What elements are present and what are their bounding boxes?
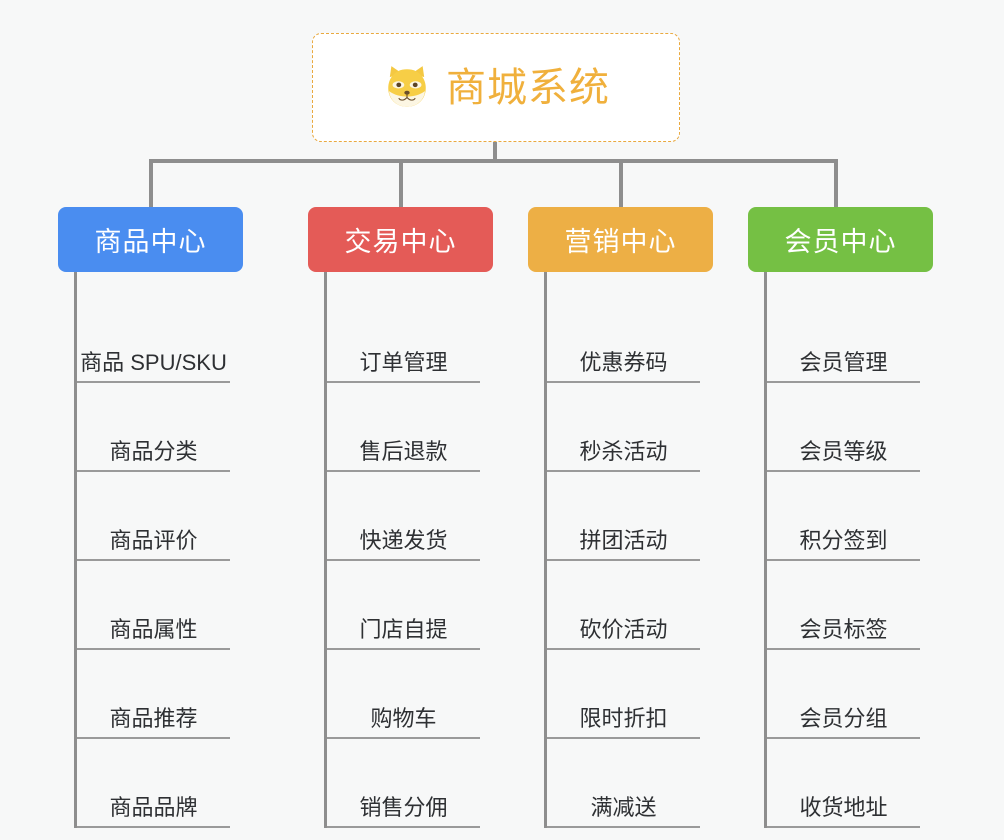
category-header-3-label: 营销中心 [564, 227, 677, 257]
leaf-label: 商品推荐 [109, 705, 198, 731]
list-item[interactable]: 会员分组 [767, 650, 920, 739]
leaf-label: 会员管理 [799, 349, 888, 375]
list-item[interactable]: 秒杀活动 [547, 383, 700, 472]
leaf-rail-4: 会员管理 会员等级 积分签到 会员标签 会员分组 收货地址 [764, 272, 933, 828]
list-item[interactable]: 售后退款 [327, 383, 480, 472]
leaf-label: 订单管理 [359, 349, 448, 375]
leaf-rail-2: 订单管理 售后退款 快递发货 门店自提 购物车 销售分佣 [324, 272, 493, 828]
leaf-label: 收货地址 [799, 794, 888, 820]
list-item[interactable]: 购物车 [327, 650, 480, 739]
leaf-label: 秒杀活动 [579, 438, 668, 464]
list-item[interactable]: 砍价活动 [547, 561, 700, 650]
leaf-label: 拼团活动 [579, 527, 668, 553]
leaf-label: 积分签到 [799, 527, 888, 553]
list-item[interactable]: 会员管理 [767, 294, 920, 383]
category-header-3[interactable]: 营销中心 [528, 207, 713, 272]
list-item[interactable]: 商品推荐 [77, 650, 230, 739]
list-item[interactable]: 商品分类 [77, 383, 230, 472]
category-header-1-label: 商品中心 [94, 227, 207, 257]
connector-root-stem [493, 142, 497, 162]
root-node[interactable]: 商城系统 [312, 33, 680, 142]
branch-column-2: 交易中心 订单管理 售后退款 快递发货 门店自提 购物车 销售分佣 [308, 207, 493, 828]
leaf-label: 会员标签 [799, 616, 888, 642]
list-item[interactable]: 商品评价 [77, 472, 230, 561]
list-item[interactable]: 门店自提 [327, 561, 480, 650]
branch-column-4: 会员中心 会员管理 会员等级 积分签到 会员标签 会员分组 收货地址 [748, 207, 933, 828]
list-item[interactable]: 拼团活动 [547, 472, 700, 561]
leaf-label: 优惠券码 [579, 349, 668, 375]
leaf-rail-3: 优惠券码 秒杀活动 拼团活动 砍价活动 限时折扣 满减送 [544, 272, 713, 828]
list-item[interactable]: 优惠券码 [547, 294, 700, 383]
connector-drop-4 [834, 159, 838, 208]
list-item[interactable]: 限时折扣 [547, 650, 700, 739]
list-item[interactable]: 积分签到 [767, 472, 920, 561]
leaf-label: 商品品牌 [109, 794, 198, 820]
branch-column-1: 商品中心 商品 SPU/SKU 商品分类 商品评价 商品属性 商品推荐 商品品牌 [58, 207, 243, 828]
leaf-label: 会员分组 [799, 705, 888, 731]
list-item[interactable]: 会员等级 [767, 383, 920, 472]
leaf-label: 商品 SPU/SKU [80, 349, 227, 375]
root-title: 商城系统 [446, 65, 610, 110]
connector-drop-1 [149, 159, 153, 208]
list-item[interactable]: 商品品牌 [77, 739, 230, 828]
leaf-label: 砍价活动 [579, 616, 668, 642]
leaf-label: 门店自提 [359, 616, 448, 642]
list-item[interactable]: 商品属性 [77, 561, 230, 650]
branch-column-3: 营销中心 优惠券码 秒杀活动 拼团活动 砍价活动 限时折扣 满减送 [528, 207, 713, 828]
category-header-2-label: 交易中心 [344, 227, 457, 257]
leaf-label: 购物车 [370, 705, 437, 731]
leaf-rail-1: 商品 SPU/SKU 商品分类 商品评价 商品属性 商品推荐 商品品牌 [74, 272, 243, 828]
list-item[interactable]: 快递发货 [327, 472, 480, 561]
leaf-label: 限时折扣 [579, 705, 668, 731]
leaf-label: 销售分佣 [359, 794, 448, 820]
list-item[interactable]: 满减送 [547, 739, 700, 828]
leaf-label: 会员等级 [799, 438, 888, 464]
shiba-dog-face-icon [382, 63, 432, 113]
connector-drop-2 [399, 159, 403, 208]
leaf-label: 满减送 [590, 794, 657, 820]
connector-drop-3 [619, 159, 623, 208]
category-header-2[interactable]: 交易中心 [308, 207, 493, 272]
leaf-label: 商品分类 [109, 438, 198, 464]
category-header-1[interactable]: 商品中心 [58, 207, 243, 272]
leaf-label: 商品评价 [109, 527, 198, 553]
leaf-label: 商品属性 [109, 616, 198, 642]
leaf-label: 售后退款 [359, 438, 448, 464]
list-item[interactable]: 销售分佣 [327, 739, 480, 828]
leaf-label: 快递发货 [359, 527, 448, 553]
list-item[interactable]: 订单管理 [327, 294, 480, 383]
category-header-4[interactable]: 会员中心 [748, 207, 933, 272]
category-header-4-label: 会员中心 [784, 227, 897, 257]
list-item[interactable]: 会员标签 [767, 561, 920, 650]
list-item[interactable]: 收货地址 [767, 739, 920, 828]
list-item[interactable]: 商品 SPU/SKU [77, 294, 230, 383]
connector-horizontal-bus [151, 159, 838, 163]
